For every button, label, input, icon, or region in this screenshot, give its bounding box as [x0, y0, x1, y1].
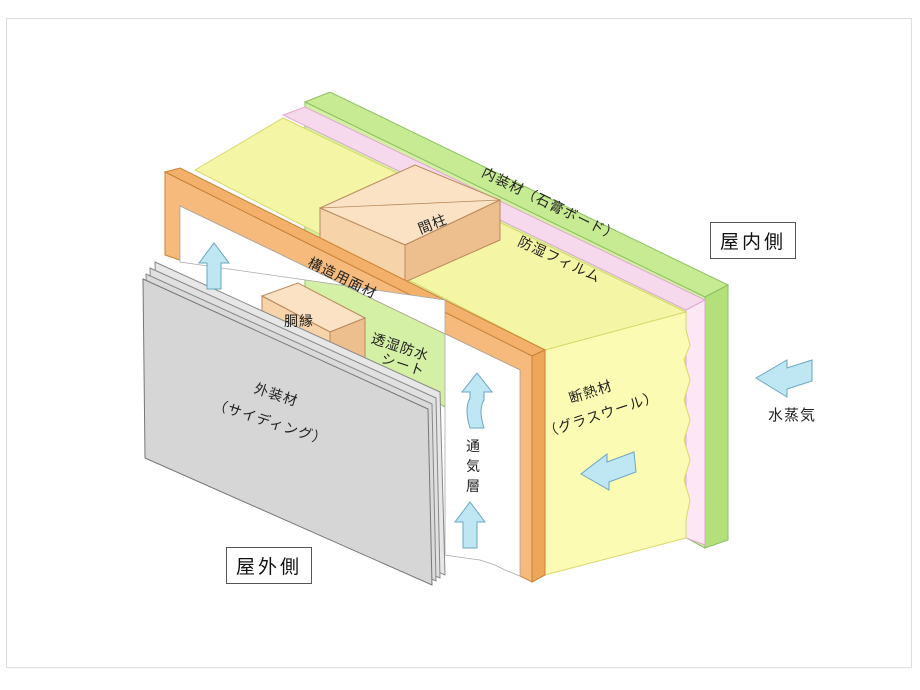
up-arrow-icon: [460, 372, 494, 429]
outdoor-side-label: 屋外側: [226, 547, 313, 584]
air-layer-char-1: 通: [466, 439, 481, 455]
diagram-frame: [6, 18, 912, 668]
air-layer-char-3: 層: [466, 479, 481, 495]
up-arrow-icon: [198, 242, 230, 290]
siding: [142, 261, 446, 586]
up-arrow-icon: [454, 501, 486, 549]
indoor-side-label: 屋内側: [710, 222, 797, 259]
furring-label: 胴縁: [284, 314, 314, 330]
left-arrow-icon: [755, 359, 813, 398]
water-vapor-label: 水蒸気: [768, 406, 817, 424]
air-layer-char-2: 気: [466, 459, 481, 475]
left-arrow-icon: [580, 451, 637, 491]
